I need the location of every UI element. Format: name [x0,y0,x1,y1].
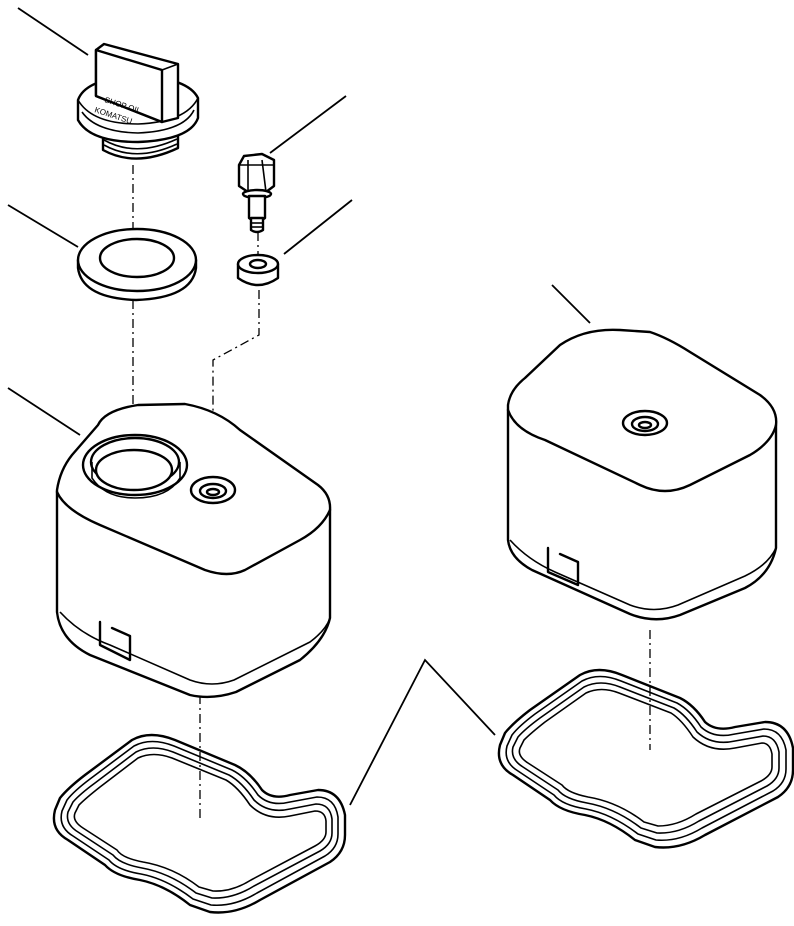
leader-line-washer [283,199,353,255]
leader-line-bolt [269,95,347,154]
bolt [237,152,276,234]
rocker-cover-with-filler [55,402,332,699]
cover-gasket-left [52,733,347,914]
leader-line-cover-plain [551,284,591,324]
washer [236,253,280,287]
leader-lines [7,7,591,806]
leader-line-cover-gaskets [349,658,496,806]
leader-line-cover-with-filler [7,387,81,436]
leader-line-cap-gasket [7,204,79,248]
cap-gasket-ring [76,227,198,302]
oil-filler-cap: SHOP OIL KOMATSU [76,42,200,160]
cover-gasket-right [497,668,794,849]
rocker-cover-plain [506,328,778,621]
leader-line-oil-cap [17,7,89,56]
